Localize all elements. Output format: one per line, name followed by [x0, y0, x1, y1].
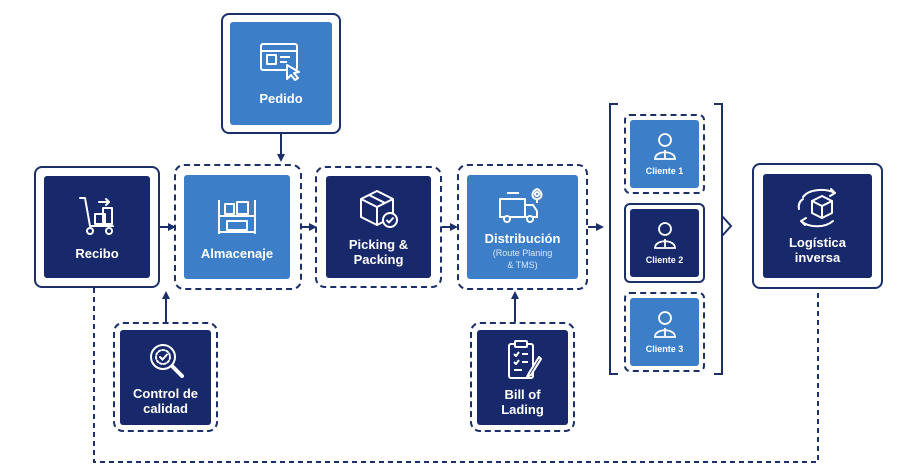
distribucion-sub-2: & TMS) [507, 259, 538, 270]
online-order-icon [260, 43, 300, 81]
recibo-node: Recibo [44, 176, 150, 278]
almacenaje-label: Almacenaje [200, 245, 274, 261]
return-loop-line [93, 288, 819, 463]
bill-frame [470, 322, 575, 432]
bill-label-1: Bill of [504, 386, 541, 402]
quality-magnifier-icon [149, 343, 184, 378]
almacenaje-node: Almacenaje [184, 175, 290, 279]
warehouse-shelf-icon [218, 199, 256, 234]
person-icon [653, 310, 676, 338]
picking-frame [315, 166, 442, 288]
distribucion-label: Distribución [484, 230, 561, 246]
cliente2-frame [624, 203, 705, 283]
package-check-icon [359, 190, 398, 228]
return-box-icon [797, 188, 836, 228]
picking-label-2: Packing [353, 252, 404, 267]
almacenaje-frame [174, 164, 302, 290]
hand-truck-icon [79, 196, 114, 235]
cliente3-label: Cliente 3 [645, 343, 684, 354]
logistica-node: Logística inversa [763, 174, 872, 278]
recibo-frame [34, 166, 160, 288]
cliente3-node: Cliente 3 [630, 298, 699, 366]
control-frame [113, 322, 218, 432]
picking-node: Picking & Packing [326, 176, 431, 278]
recibo-label: Recibo [75, 245, 119, 261]
cliente1-frame [624, 114, 705, 194]
logistica-label-2: inversa [794, 250, 841, 265]
control-node: Control de calidad [120, 330, 211, 425]
pedido-label: Pedido [259, 91, 303, 106]
cliente2-label: Cliente 2 [645, 254, 684, 265]
clipboard-document-icon [507, 339, 542, 379]
cliente2-node: Cliente 2 [630, 209, 699, 277]
cliente3-frame [624, 292, 705, 372]
delivery-truck-pin-icon [498, 187, 542, 223]
control-label-1: Control de [133, 385, 198, 401]
distribucion-sub-1: (Route Planing [492, 247, 553, 258]
person-icon [653, 132, 676, 160]
clientes-bracket-left [609, 103, 618, 375]
control-label-2: calidad [143, 400, 188, 416]
logistica-label-1: Logística [788, 235, 847, 250]
logistica-frame [752, 163, 883, 289]
distribucion-frame [457, 164, 588, 290]
pedido-node: Pedido [230, 22, 332, 125]
pedido-frame [221, 13, 341, 134]
bill-label-2: Lading [501, 401, 544, 417]
bill-node: Bill of Lading [477, 330, 568, 425]
bracket-connector [721, 215, 733, 237]
picking-label-1: Picking & [348, 237, 409, 252]
clientes-bracket-right [714, 103, 723, 375]
cliente1-label: Cliente 1 [645, 165, 684, 176]
person-icon [653, 221, 676, 249]
distribucion-node: Distribución (Route Planing & TMS) [467, 175, 578, 279]
cliente1-node: Cliente 1 [630, 120, 699, 188]
